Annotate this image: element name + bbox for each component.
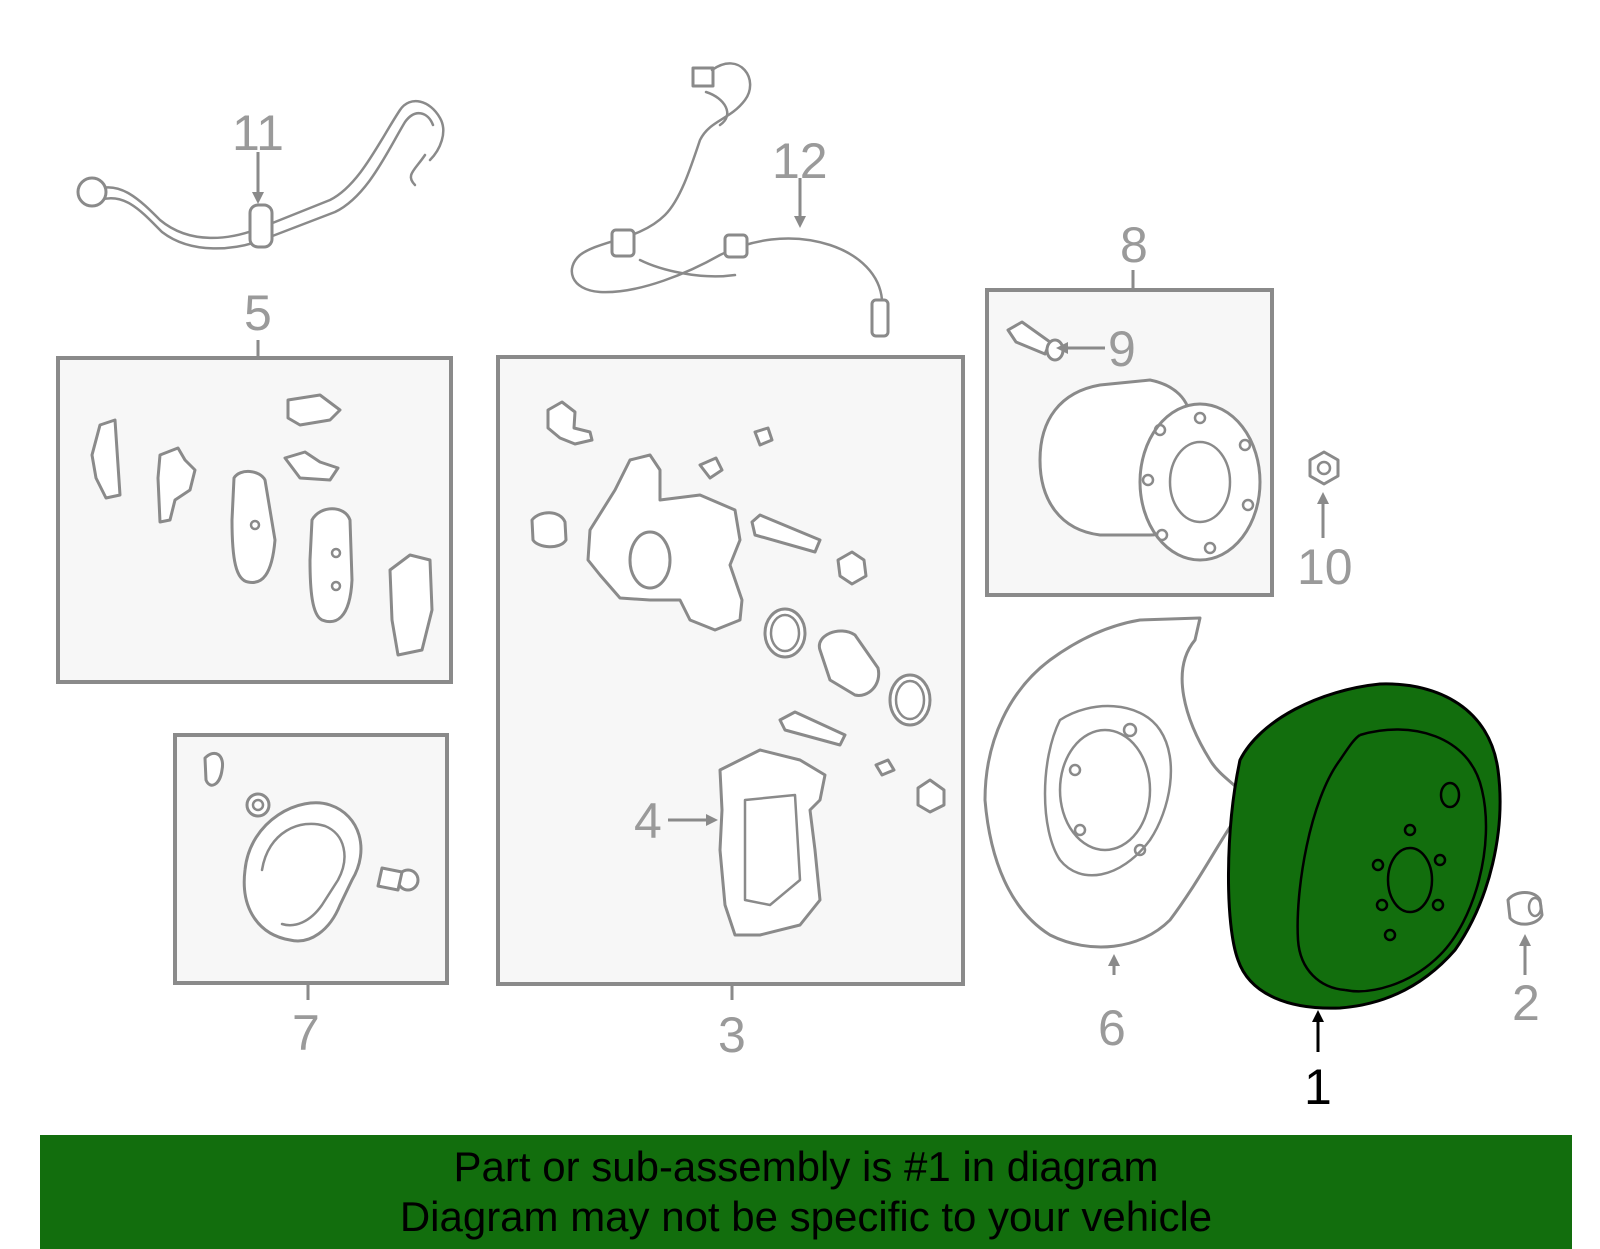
part-7-parking-shoes (203, 751, 420, 943)
callout-4: 4 (634, 793, 662, 849)
callout-12: 12 (772, 133, 828, 189)
callout-8: 8 (1120, 217, 1148, 273)
callout-6: 6 (1098, 1000, 1126, 1056)
banner-line-1: Part or sub-assembly is #1 in diagram (453, 1143, 1159, 1190)
part-2-nut[interactable] (1506, 891, 1544, 926)
info-banner: Part or sub-assembly is #1 in diagram Di… (40, 1135, 1572, 1249)
callout-11: 11 (232, 105, 284, 161)
callout-9: 9 (1108, 321, 1136, 377)
banner-background (40, 1135, 1572, 1249)
callout-2: 2 (1512, 975, 1540, 1031)
banner-line-2: Diagram may not be specific to your vehi… (399, 1193, 1213, 1240)
part-8-hub-bearing (1006, 320, 1262, 562)
callout-7: 7 (292, 1005, 320, 1061)
part-11-brake-hose[interactable] (76, 99, 445, 250)
part-1-brake-rotor[interactable] (1226, 682, 1502, 1010)
part-3-caliper (530, 400, 946, 937)
callout-1: 1 (1304, 1059, 1332, 1115)
part-5-brake-pads (90, 393, 434, 657)
part-6-dust-shield[interactable] (983, 616, 1246, 949)
part-12-abs-sensor[interactable] (570, 62, 890, 338)
callout-5: 5 (244, 285, 272, 341)
callout-10: 10 (1297, 539, 1353, 595)
part-10-hub-nut[interactable] (1308, 450, 1340, 486)
callout-3: 3 (718, 1007, 746, 1063)
